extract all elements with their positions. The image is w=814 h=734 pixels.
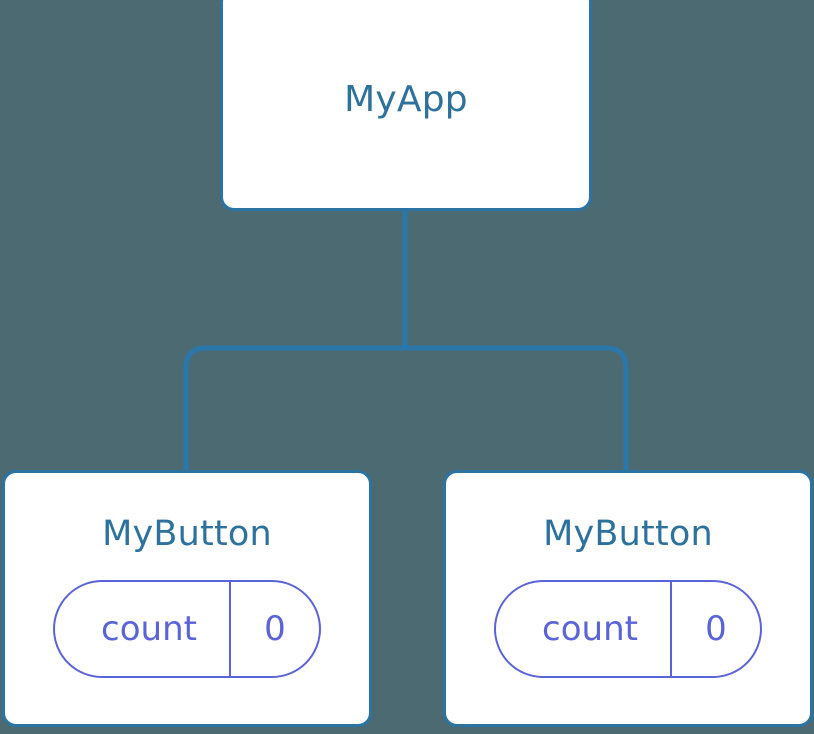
node-title-child-0: MyButton <box>102 514 272 554</box>
node-title-root: MyApp <box>344 78 468 120</box>
tree-node-child-0[interactable]: MyButton count 0 <box>2 470 372 727</box>
tree-node-root[interactable]: MyApp <box>220 0 592 211</box>
tree-node-child-1[interactable]: MyButton count 0 <box>443 470 813 727</box>
state-pill-child-0[interactable]: count 0 <box>53 580 321 678</box>
connector-branch-bus <box>183 345 629 472</box>
state-key-child-0: count <box>101 609 197 649</box>
state-value-child-1: 0 <box>670 582 760 676</box>
state-pill-child-1[interactable]: count 0 <box>494 580 762 678</box>
state-key-child-1: count <box>542 609 638 649</box>
state-value-child-0: 0 <box>229 582 319 676</box>
node-title-child-1: MyButton <box>543 514 713 554</box>
